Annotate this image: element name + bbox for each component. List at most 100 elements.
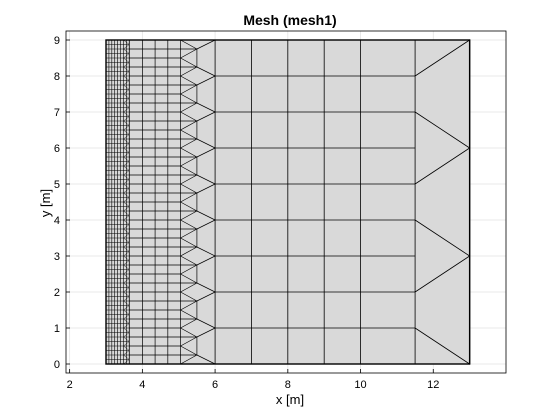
mesh-edge [180, 345, 198, 356]
mesh-edge [414, 327, 471, 365]
axes-box [65, 30, 507, 374]
y-tick-label: 4 [54, 215, 60, 227]
mesh-edge [180, 57, 198, 68]
mesh-edge [180, 165, 198, 176]
mesh-edge [123, 350, 130, 356]
mesh-edge [123, 260, 130, 266]
y-tick-label: 3 [54, 251, 60, 263]
mesh-edge [123, 116, 130, 122]
y-tick-label: 6 [54, 143, 60, 155]
mesh-edge [180, 201, 198, 212]
mesh-edge [196, 219, 216, 230]
mesh-edge [123, 107, 130, 113]
mesh-edge [414, 255, 471, 293]
mesh-edge [123, 98, 130, 104]
mesh-edge [180, 318, 198, 329]
mesh-edge [123, 246, 130, 252]
mesh-edge [180, 246, 198, 257]
mesh-edge [123, 291, 130, 297]
mesh-edge [196, 246, 216, 257]
mesh-edge [123, 120, 130, 126]
mesh-edge [196, 111, 216, 122]
mesh-edge [180, 84, 198, 95]
mesh-edge [123, 255, 130, 261]
mesh-edge [123, 89, 130, 95]
mesh-edge [180, 48, 198, 59]
x-tick-label: 4 [139, 379, 145, 391]
mesh-edge [180, 309, 198, 320]
mesh-edge [123, 111, 130, 117]
mesh-edge [180, 282, 198, 293]
mesh-edge [123, 341, 130, 347]
y-tick-label: 2 [54, 287, 60, 299]
mesh-edge [180, 138, 198, 149]
mesh-boundary [105, 39, 471, 365]
mesh-edge [123, 102, 130, 108]
mesh-edge [123, 138, 130, 144]
mesh-edge [196, 354, 216, 365]
mesh-edge [123, 156, 130, 162]
mesh-edge [123, 206, 130, 212]
mesh-edge [180, 237, 198, 248]
mesh-edge [180, 111, 198, 122]
y-tick-label: 9 [54, 35, 60, 47]
mesh-edge [123, 282, 130, 288]
mesh-edge [180, 219, 198, 230]
mesh-edge [180, 264, 198, 275]
mesh-edge [123, 165, 130, 171]
mesh-edge [123, 354, 130, 360]
y-tick-label: 1 [54, 323, 60, 335]
x-tick-label: 12 [427, 379, 439, 391]
x-tick-label: 8 [285, 379, 291, 391]
mesh-edge [123, 318, 130, 324]
mesh-edge [196, 210, 216, 221]
mesh-edge [123, 269, 130, 275]
mesh-edge [196, 318, 216, 329]
mesh-edge [414, 219, 471, 257]
mesh-edge [180, 228, 198, 239]
y-tick-label: 0 [54, 359, 60, 371]
x-tick-label: 6 [212, 379, 218, 391]
mesh-edge [196, 75, 216, 86]
mesh-edge [123, 242, 130, 248]
mesh-edge [180, 102, 198, 113]
mesh-edge [180, 39, 198, 50]
mesh-edge [180, 66, 198, 77]
y-tick-label: 8 [54, 71, 60, 83]
mesh-edge [196, 183, 216, 194]
mesh-edge [123, 273, 130, 279]
mesh-edge [180, 291, 198, 302]
mesh-edge [123, 179, 130, 185]
mesh-edge [414, 147, 471, 185]
mesh-edge [123, 170, 130, 176]
mesh-edge [123, 219, 130, 225]
mesh-edge [180, 156, 198, 167]
mesh-edge [196, 39, 216, 50]
mesh-edge [180, 93, 198, 104]
mesh-edge [123, 314, 130, 320]
mesh-edge [123, 296, 130, 302]
mesh-edge [414, 39, 471, 77]
mesh-edge [180, 120, 198, 131]
mesh-edge [123, 228, 130, 234]
mesh-edge [196, 138, 216, 149]
mesh-edge [123, 224, 130, 230]
mesh-edge [180, 273, 198, 284]
mesh-edge [180, 192, 198, 203]
mesh-edge [196, 291, 216, 302]
mesh-edge [196, 327, 216, 338]
mesh-edge [180, 210, 198, 221]
x-tick-label: 2 [67, 379, 73, 391]
mesh-edge [123, 71, 130, 77]
mesh-edge [196, 282, 216, 293]
mesh-edge [123, 201, 130, 207]
mesh-edge [123, 161, 130, 167]
mesh-edge [180, 129, 198, 140]
mesh-edge [123, 336, 130, 342]
mesh-edge [180, 354, 198, 365]
mesh-edge [123, 39, 130, 45]
y-tick-label: 5 [54, 179, 60, 191]
mesh-edge [123, 327, 130, 333]
mesh-edge [196, 255, 216, 266]
